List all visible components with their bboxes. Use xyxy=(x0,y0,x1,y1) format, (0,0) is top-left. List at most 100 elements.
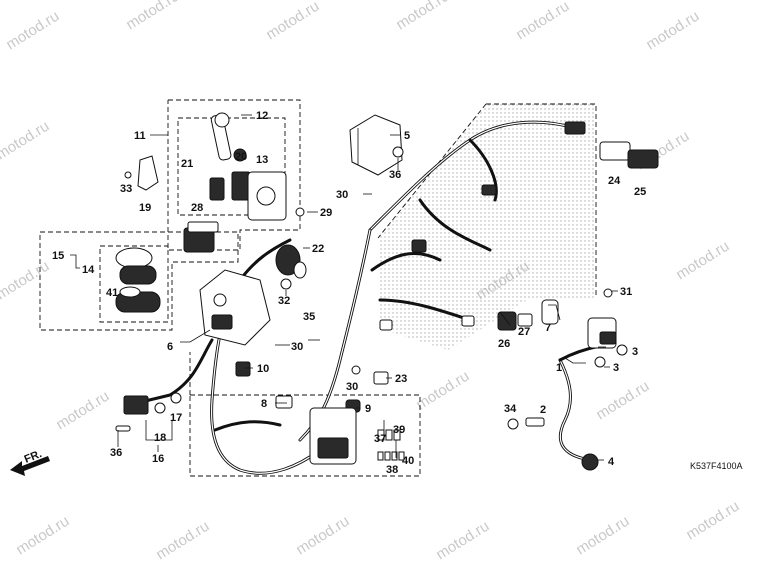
callout-label: 36 xyxy=(110,447,122,459)
smart-key-unit xyxy=(183,221,219,253)
callout-label: 14 xyxy=(82,264,95,276)
harness-clamp xyxy=(275,395,293,409)
callout-label: 30 xyxy=(336,189,348,201)
clip xyxy=(525,417,545,427)
callout-label: 33 xyxy=(120,183,132,195)
harness-connector xyxy=(379,319,393,331)
callout-label: 6 xyxy=(167,341,173,353)
bolt xyxy=(507,418,519,430)
harness-connector xyxy=(461,315,475,327)
callout-label: 39 xyxy=(393,424,405,436)
callout-label: 26 xyxy=(498,338,510,350)
callout-label: 35 xyxy=(303,311,315,323)
callout-label: 25 xyxy=(634,186,646,198)
components xyxy=(115,112,659,471)
watermark-text: motod.ru xyxy=(683,498,742,544)
watermark-text: motod.ru xyxy=(0,118,52,164)
bolt xyxy=(603,288,613,298)
callout-labels: 1 2 3 3 4 5 6 7 8 9 10 11 12 13 14 15 16… xyxy=(52,110,646,476)
callout-label: 18 xyxy=(154,432,166,444)
connector-pair xyxy=(599,141,659,169)
diagram-code: K537F4100A xyxy=(690,461,743,471)
callout-label: 28 xyxy=(191,202,203,214)
watermark-text: motod.ru xyxy=(13,513,72,559)
callout-label: 32 xyxy=(278,295,290,307)
fuse-set xyxy=(377,429,405,461)
watermark-text: motod.ru xyxy=(3,8,62,54)
watermark-text: motod.ru xyxy=(673,238,732,284)
callout-label: 21 xyxy=(181,158,193,170)
callout-label: 4 xyxy=(608,456,615,468)
callout-label: 12 xyxy=(256,110,268,122)
handlebar-switch-housing xyxy=(199,269,271,346)
callout-label: 41 xyxy=(106,287,118,299)
callout-label: 19 xyxy=(139,202,151,214)
frame-silhouette xyxy=(378,104,596,350)
callout-label: 16 xyxy=(152,453,164,465)
regulator-rectifier xyxy=(349,114,403,176)
callout-label: 30 xyxy=(291,341,303,353)
callout-label: 3 xyxy=(613,362,619,374)
relay xyxy=(373,371,389,385)
harness-connector xyxy=(235,361,251,377)
terminal xyxy=(581,453,599,471)
callout-label: 23 xyxy=(395,373,407,385)
watermark-text: motod.ru xyxy=(153,518,212,564)
watermark-text: motod.ru xyxy=(593,378,652,424)
callout-label: 8 xyxy=(261,398,267,410)
watermark-text: motod.ru xyxy=(0,258,52,304)
switch-unit xyxy=(587,317,617,349)
front-direction-arrow: FR. xyxy=(10,448,50,476)
fuse-box xyxy=(309,407,357,465)
callout-label: 27 xyxy=(518,326,530,338)
bolt xyxy=(351,365,361,375)
watermark-text: motod.ru xyxy=(293,513,352,559)
smart-key-fob xyxy=(115,247,161,313)
callout-label: 34 xyxy=(504,403,517,415)
watermark-text: motod.ru xyxy=(573,513,632,559)
nut xyxy=(594,356,606,368)
callout-label: 29 xyxy=(320,207,332,219)
callout-label: 24 xyxy=(608,175,621,187)
small-bracket xyxy=(124,155,159,191)
callout-label: 20 xyxy=(235,151,247,163)
starter-relay xyxy=(123,392,182,415)
watermark-text: motod.ru xyxy=(263,0,322,43)
callout-label: 13 xyxy=(256,154,268,166)
callout-label: 1 xyxy=(556,362,562,374)
callout-label: 2 xyxy=(540,404,546,416)
callout-label: 9 xyxy=(365,403,371,415)
horn xyxy=(275,244,307,279)
watermark-text: motod.ru xyxy=(393,0,452,33)
callout-label: 7 xyxy=(545,322,551,334)
harness-connector xyxy=(481,184,497,196)
callout-label: 5 xyxy=(404,130,410,142)
callout-label: 37 xyxy=(374,433,386,445)
leader-lines xyxy=(70,114,618,461)
watermark-text: motod.ru xyxy=(433,518,492,564)
watermark-text: motod.ru xyxy=(413,368,472,414)
callout-label: 15 xyxy=(52,250,64,262)
callout-label: 17 xyxy=(170,412,182,424)
harness-connector xyxy=(411,239,427,253)
bolt xyxy=(392,146,404,158)
callout-label: 11 xyxy=(134,130,146,142)
callout-label: 3 xyxy=(632,346,638,358)
harness-connector xyxy=(564,121,586,135)
watermark-text: motod.ru xyxy=(123,0,182,33)
ignition-switch-assembly xyxy=(209,112,305,221)
callout-label: 30 xyxy=(346,381,358,393)
watermark-layer: motod.ru motod.ru motod.ru motod.ru moto… xyxy=(0,0,742,563)
callout-label: 40 xyxy=(402,455,414,467)
callout-label: 22 xyxy=(312,243,324,255)
nut xyxy=(616,344,628,356)
watermark-text: motod.ru xyxy=(513,0,572,43)
callout-label: 31 xyxy=(620,286,632,298)
watermark-text: motod.ru xyxy=(53,388,112,434)
bolt xyxy=(115,425,131,432)
callout-label: 10 xyxy=(257,363,269,375)
callout-label: 36 xyxy=(389,169,401,181)
nut xyxy=(280,278,292,290)
watermark-text: motod.ru xyxy=(643,8,702,54)
